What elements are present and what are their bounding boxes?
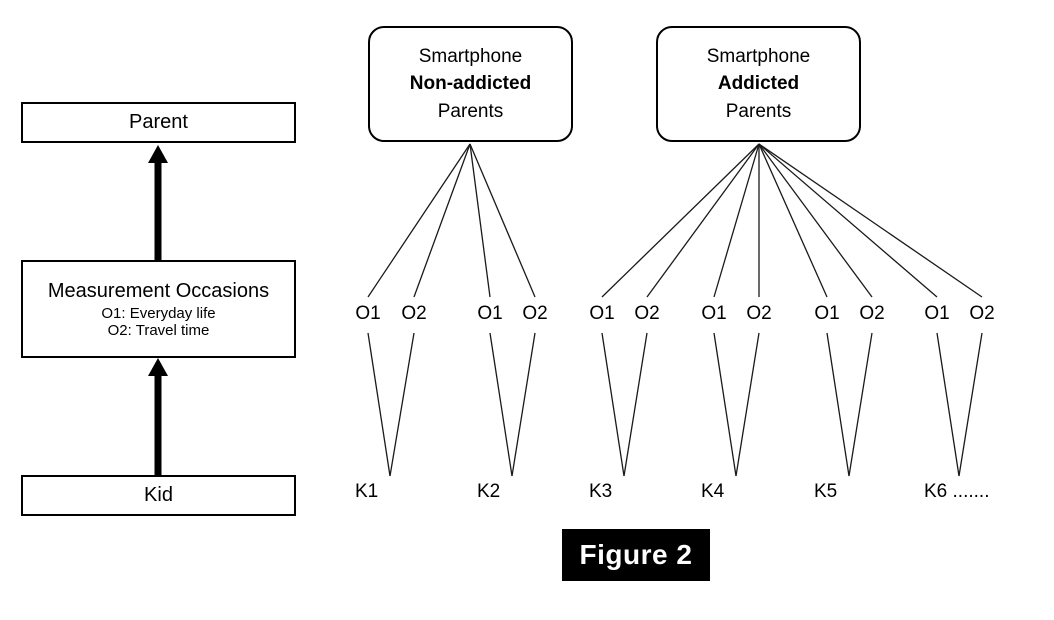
figure-caption: Figure 2 xyxy=(562,529,710,581)
occasion-label: O2 xyxy=(969,303,995,324)
occasion-label: O1 xyxy=(589,303,615,324)
arrow-kid-to-occasions xyxy=(148,358,168,475)
kid-label: K2 xyxy=(477,481,501,502)
occasion-label: O2 xyxy=(401,303,427,324)
level-label-kid: Kid xyxy=(144,484,173,506)
occasion-legend-o2: O2: Travel time xyxy=(107,321,210,339)
kid-label: K1 xyxy=(355,481,379,502)
occasion-legend-o1: O1: Everyday life xyxy=(101,304,216,322)
level-label-measurement-occasions: Measurement Occasions xyxy=(47,279,270,302)
level-box-measurement-occasions: Measurement Occasions O1: Everyday life … xyxy=(21,260,296,358)
occasion-label: O1 xyxy=(701,303,727,324)
group-line-3: Parents xyxy=(437,100,504,122)
level-label-parent: Parent xyxy=(129,111,188,133)
occasion-label: O1 xyxy=(814,303,840,324)
fan-lines-non-addicted xyxy=(367,143,536,298)
kid-label: K5 xyxy=(814,481,838,502)
group-box-addicted-parents: Smartphone Addicted Parents xyxy=(656,26,861,142)
occasion-label: O2 xyxy=(746,303,772,324)
group-line-1: Smartphone xyxy=(418,45,523,67)
occasion-label: O1 xyxy=(924,303,950,324)
level-box-kid: Kid xyxy=(21,475,296,516)
group-line-1: Smartphone xyxy=(706,45,811,67)
occasion-label: O1 xyxy=(477,303,503,324)
group-line-2: Non-addicted xyxy=(409,73,532,95)
occasion-label: O2 xyxy=(859,303,885,324)
kid-label: K3 xyxy=(589,481,613,502)
level-box-parent: Parent xyxy=(21,102,296,143)
group-box-non-addicted-parents: Smartphone Non-addicted Parents xyxy=(368,26,573,142)
occasion-label: O2 xyxy=(634,303,660,324)
group-line-3: Parents xyxy=(725,100,792,122)
fan-lines-addicted xyxy=(601,143,983,298)
v-connectors-occasions-to-kids xyxy=(367,332,983,477)
occasion-label: O2 xyxy=(522,303,548,324)
kid-label: K4 xyxy=(701,481,725,502)
arrow-occasions-to-parent xyxy=(148,145,168,260)
group-line-2: Addicted xyxy=(717,73,800,95)
occasion-label: O1 xyxy=(355,303,381,324)
kid-label: K6 ....... xyxy=(924,481,990,502)
